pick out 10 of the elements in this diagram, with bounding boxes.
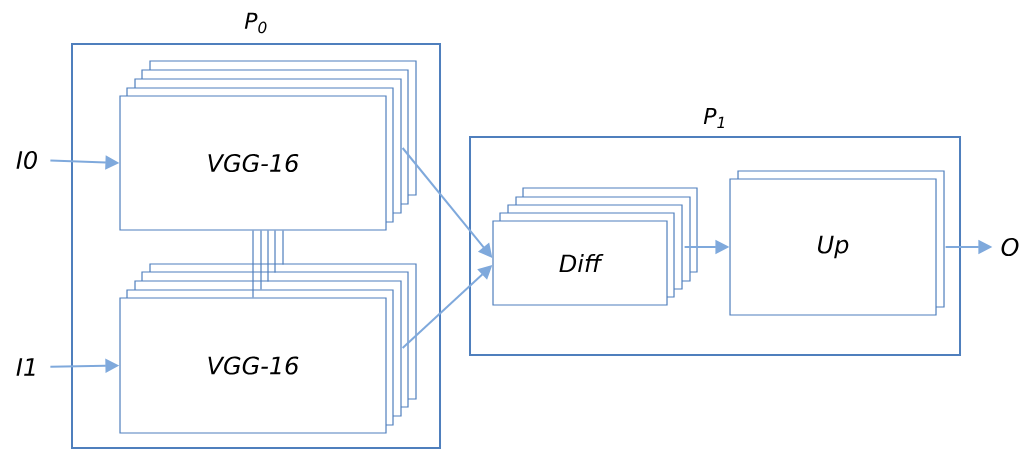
- input-label: I0: [16, 150, 37, 170]
- node-label: P$_{1}$: [703, 107, 724, 129]
- layer-stack: VGG-16: [119, 60, 417, 231]
- connector-lines: [252, 230, 284, 298]
- node-label: P$_{0}$: [244, 12, 267, 34]
- layer-stack: Diff: [492, 187, 698, 306]
- input-label: O: [1001, 237, 1019, 257]
- input-label: I1: [16, 358, 35, 376]
- layer-stack: Up: [729, 170, 945, 316]
- layer-stack: VGG-16: [119, 263, 417, 434]
